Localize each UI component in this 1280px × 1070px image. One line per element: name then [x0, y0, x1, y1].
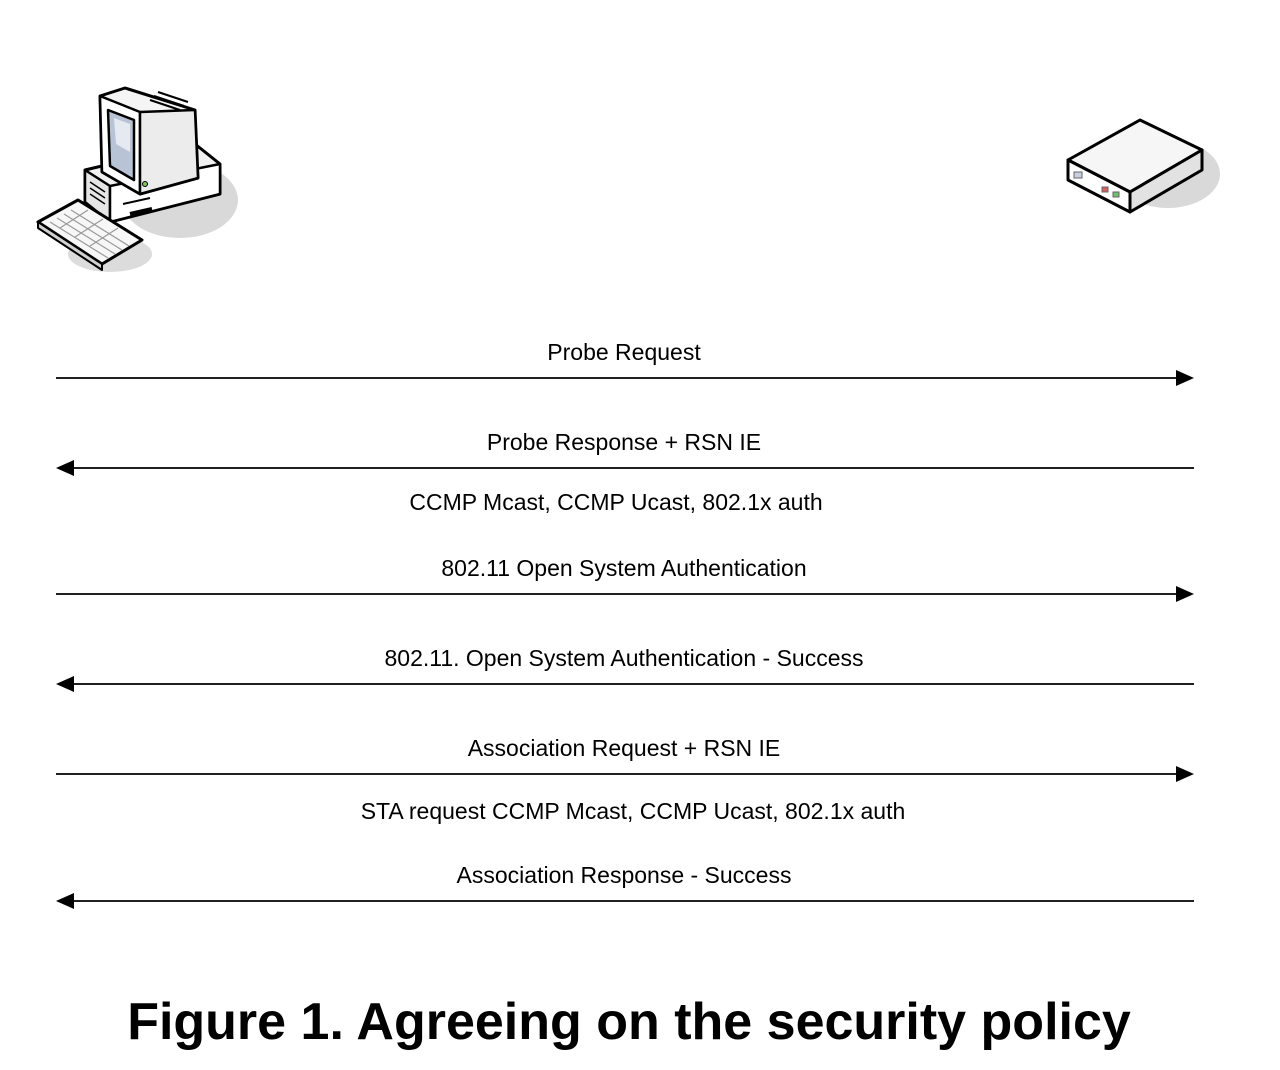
desktop-computer-icon — [36, 86, 238, 272]
probe-request-label: Probe Request — [547, 339, 701, 365]
association-request-note: STA request CCMP Mcast, CCMP Ucast, 802.… — [360, 798, 906, 824]
access-point-icon — [1066, 118, 1220, 214]
open-auth-success-label: 802.11. Open System Authentication - Suc… — [384, 645, 864, 671]
association-request-arrow — [56, 766, 1194, 782]
association-request-label: Association Request + RSN IE — [467, 735, 781, 761]
probe-response-arrow — [56, 460, 1194, 476]
open-auth-arrow — [56, 586, 1194, 602]
probe-response-note: CCMP Mcast, CCMP Ucast, 802.1x auth — [409, 489, 823, 515]
open-auth-label: 802.11 Open System Authentication — [441, 555, 807, 581]
open-auth-success-arrow — [56, 676, 1194, 692]
association-response-label: Association Response - Success — [456, 862, 792, 888]
figure-caption: Figure 1. Agreeing on the security polic… — [127, 993, 1131, 1051]
probe-response-label: Probe Response + RSN IE — [486, 429, 762, 455]
probe-request-arrow — [56, 370, 1194, 386]
association-response-arrow — [56, 893, 1194, 909]
